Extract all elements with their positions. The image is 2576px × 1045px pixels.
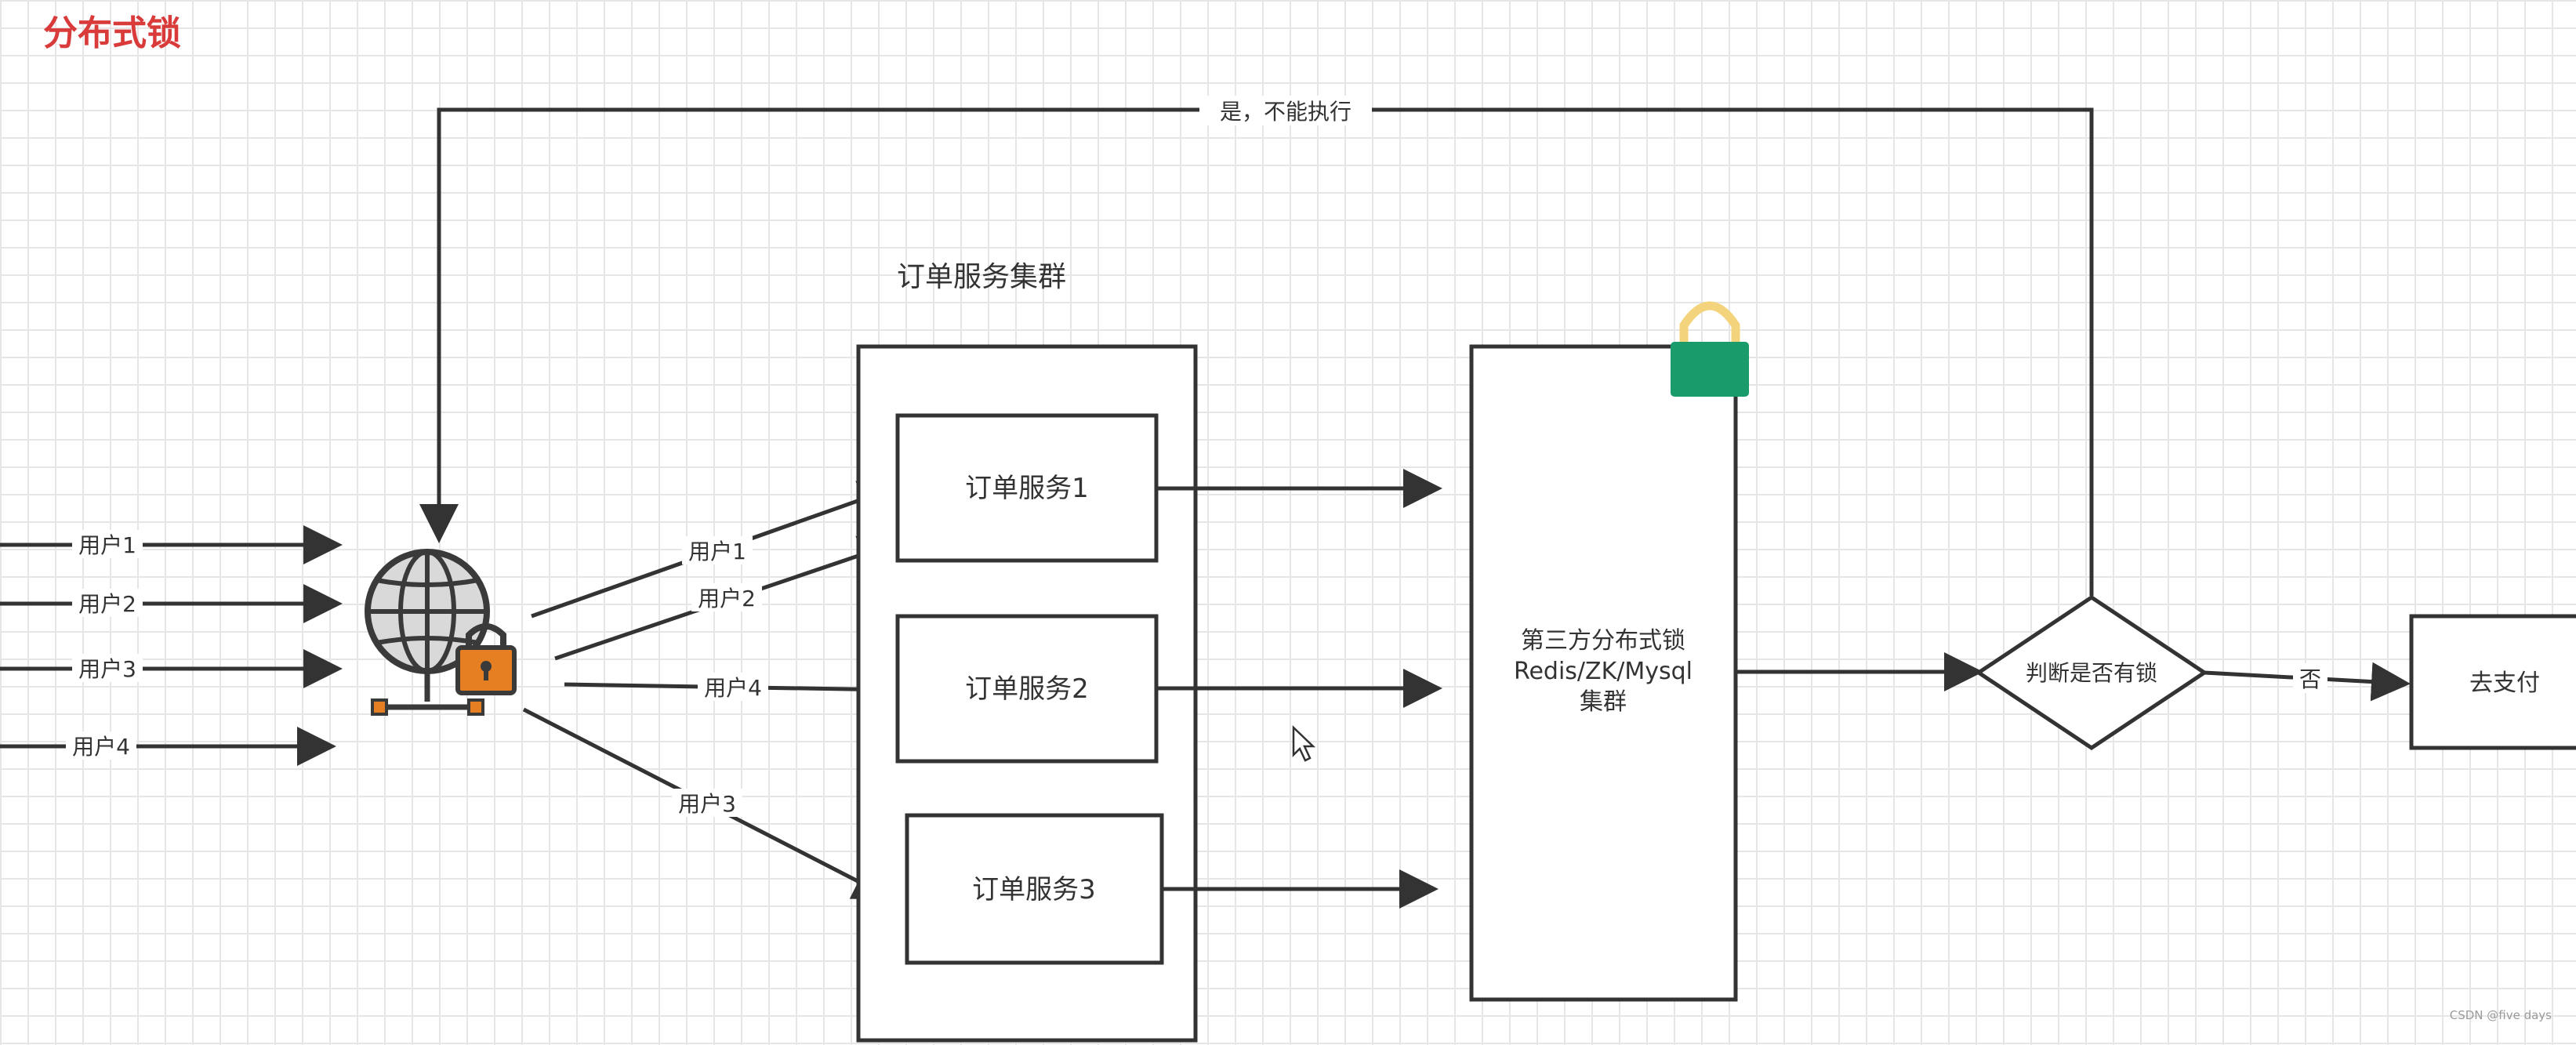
- padlock-icon: [1671, 301, 1749, 397]
- edge-label-bg: [66, 731, 136, 760]
- watermark: CSDN @five days: [2450, 1008, 2552, 1022]
- edge-label-bg: [682, 536, 753, 564]
- pay-label: 去支付: [2469, 669, 2540, 697]
- edge-label-bg: [691, 583, 762, 611]
- decision-label: 判断是否有锁: [2026, 660, 2157, 686]
- order-service-2-label: 订单服务2: [965, 673, 1089, 705]
- edge-label-bg: [72, 654, 143, 682]
- pay-box: [2409, 614, 2576, 750]
- lock-cluster-line3: 集群: [1580, 688, 1627, 716]
- edge-label-bg: [2293, 663, 2327, 693]
- edge-label-bg: [698, 673, 768, 701]
- edge-label-out-user2: 用户2: [698, 586, 756, 611]
- edge-label-bg: [72, 589, 143, 617]
- edge-label-out-user3: 用户3: [678, 791, 736, 817]
- edge-decision-to-gateway-yes: [419, 107, 2094, 596]
- order-service-3-label: 订单服务3: [972, 874, 1096, 905]
- order-service-1-label: 订单服务1: [965, 473, 1089, 504]
- decision-has-lock: [1975, 594, 2208, 751]
- edge-label-in-user4: 用户4: [72, 734, 130, 760]
- edge-label-in-user2: 用户2: [78, 591, 136, 617]
- edge-label-in-user3: 用户3: [78, 656, 136, 682]
- edge-label-yes: 是，不能执行: [1220, 99, 1351, 125]
- edge-label-bg: [1199, 96, 1372, 125]
- distributed-lock-cluster: [1469, 344, 1738, 1002]
- edge-label-bg: [672, 789, 742, 817]
- lock-cluster-line2: Redis/ZK/Mysql: [1514, 658, 1693, 685]
- edge-label-in-user1: 用户1: [78, 532, 136, 558]
- edge-label-bg: [72, 530, 143, 558]
- order-service-1: [895, 413, 1159, 563]
- order-service-3: [905, 813, 1164, 965]
- edge-label-no: 否: [2299, 666, 2321, 692]
- globe-with-padlock-icon: [365, 549, 517, 716]
- lock-cluster-line1: 第三方分布式锁: [1521, 627, 1685, 655]
- mouse-cursor-icon: [1292, 725, 1316, 762]
- cluster-title: 订单服务集群: [897, 261, 1066, 293]
- page-title: 分布式锁: [43, 13, 181, 53]
- edge-label-out-user1: 用户1: [688, 539, 746, 564]
- edge-label-out-user4: 用户4: [704, 675, 762, 701]
